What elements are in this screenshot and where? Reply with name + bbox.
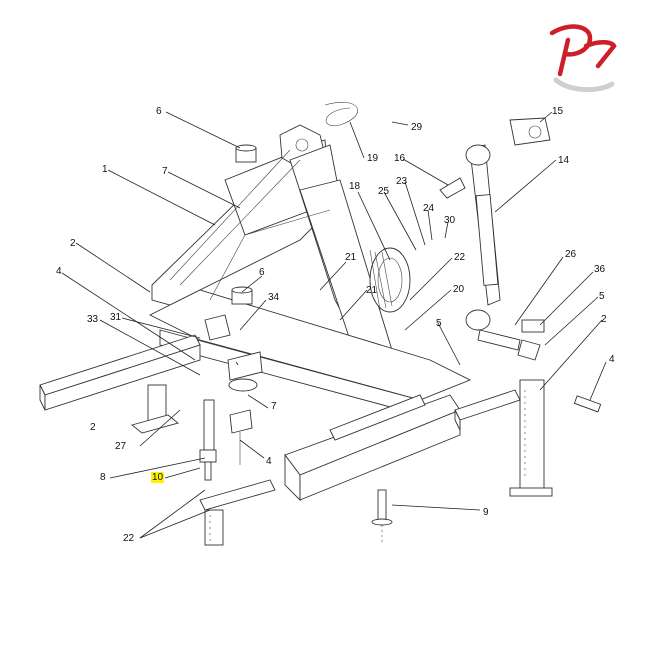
callout-4: 4 bbox=[266, 456, 272, 467]
callout-2: 2 bbox=[601, 314, 607, 325]
callout-19: 19 bbox=[367, 153, 379, 164]
callout-36: 36 bbox=[594, 264, 606, 275]
winch-drum bbox=[369, 247, 411, 313]
callout-34: 34 bbox=[268, 292, 280, 303]
bush-6 bbox=[231, 144, 257, 305]
callout-10-highlighted: 10 bbox=[151, 472, 165, 483]
brand-logo bbox=[549, 24, 617, 92]
callout-5: 5 bbox=[599, 291, 605, 302]
pins-right bbox=[477, 319, 602, 413]
main-frame bbox=[39, 124, 472, 502]
callout-5: 5 bbox=[436, 318, 442, 329]
spring-19 bbox=[324, 101, 359, 127]
callout-24: 24 bbox=[423, 203, 435, 214]
leader-lines bbox=[61, 111, 607, 539]
right-jack-leg bbox=[454, 379, 553, 497]
left-jack-leg bbox=[131, 384, 179, 434]
plates-34 bbox=[204, 314, 263, 392]
callout-26: 26 bbox=[565, 249, 577, 260]
callout-20: 20 bbox=[453, 284, 465, 295]
callout-27: 27 bbox=[115, 441, 127, 452]
callout-16: 16 bbox=[394, 153, 406, 164]
callout-25: 25 bbox=[378, 186, 390, 197]
handle-4 bbox=[229, 409, 253, 465]
callout-22: 22 bbox=[454, 252, 466, 263]
callout-18: 18 bbox=[349, 181, 361, 192]
callout-30: 30 bbox=[444, 215, 456, 226]
callout-2: 2 bbox=[70, 238, 76, 249]
callout-31: 31 bbox=[110, 312, 122, 323]
clevis-15 bbox=[509, 117, 551, 146]
callout-4: 4 bbox=[609, 354, 615, 365]
callout-9: 9 bbox=[483, 507, 489, 518]
callout-33: 33 bbox=[87, 314, 99, 325]
callout-7: 7 bbox=[271, 401, 277, 412]
callout-21: 21 bbox=[345, 252, 357, 263]
callout-14: 14 bbox=[558, 155, 570, 166]
callout-15: 15 bbox=[552, 106, 564, 117]
callout-23: 23 bbox=[396, 176, 408, 187]
callout-22: 22 bbox=[123, 533, 135, 544]
callout-4: 4 bbox=[56, 266, 62, 277]
callout-6: 6 bbox=[259, 267, 265, 278]
callout-29: 29 bbox=[411, 122, 423, 133]
callout-8: 8 bbox=[100, 472, 106, 483]
pin-assembly bbox=[199, 399, 217, 481]
front-jack-leg bbox=[199, 479, 276, 546]
callout-21: 21 bbox=[366, 285, 378, 296]
callout-2-small: 2 bbox=[90, 422, 96, 433]
callout-7: 7 bbox=[162, 166, 168, 177]
callout-6: 6 bbox=[156, 106, 162, 117]
handle-16 bbox=[439, 177, 466, 199]
top-link bbox=[465, 144, 501, 331]
pin-9 bbox=[371, 489, 393, 545]
callout-1: 1 bbox=[102, 164, 108, 175]
